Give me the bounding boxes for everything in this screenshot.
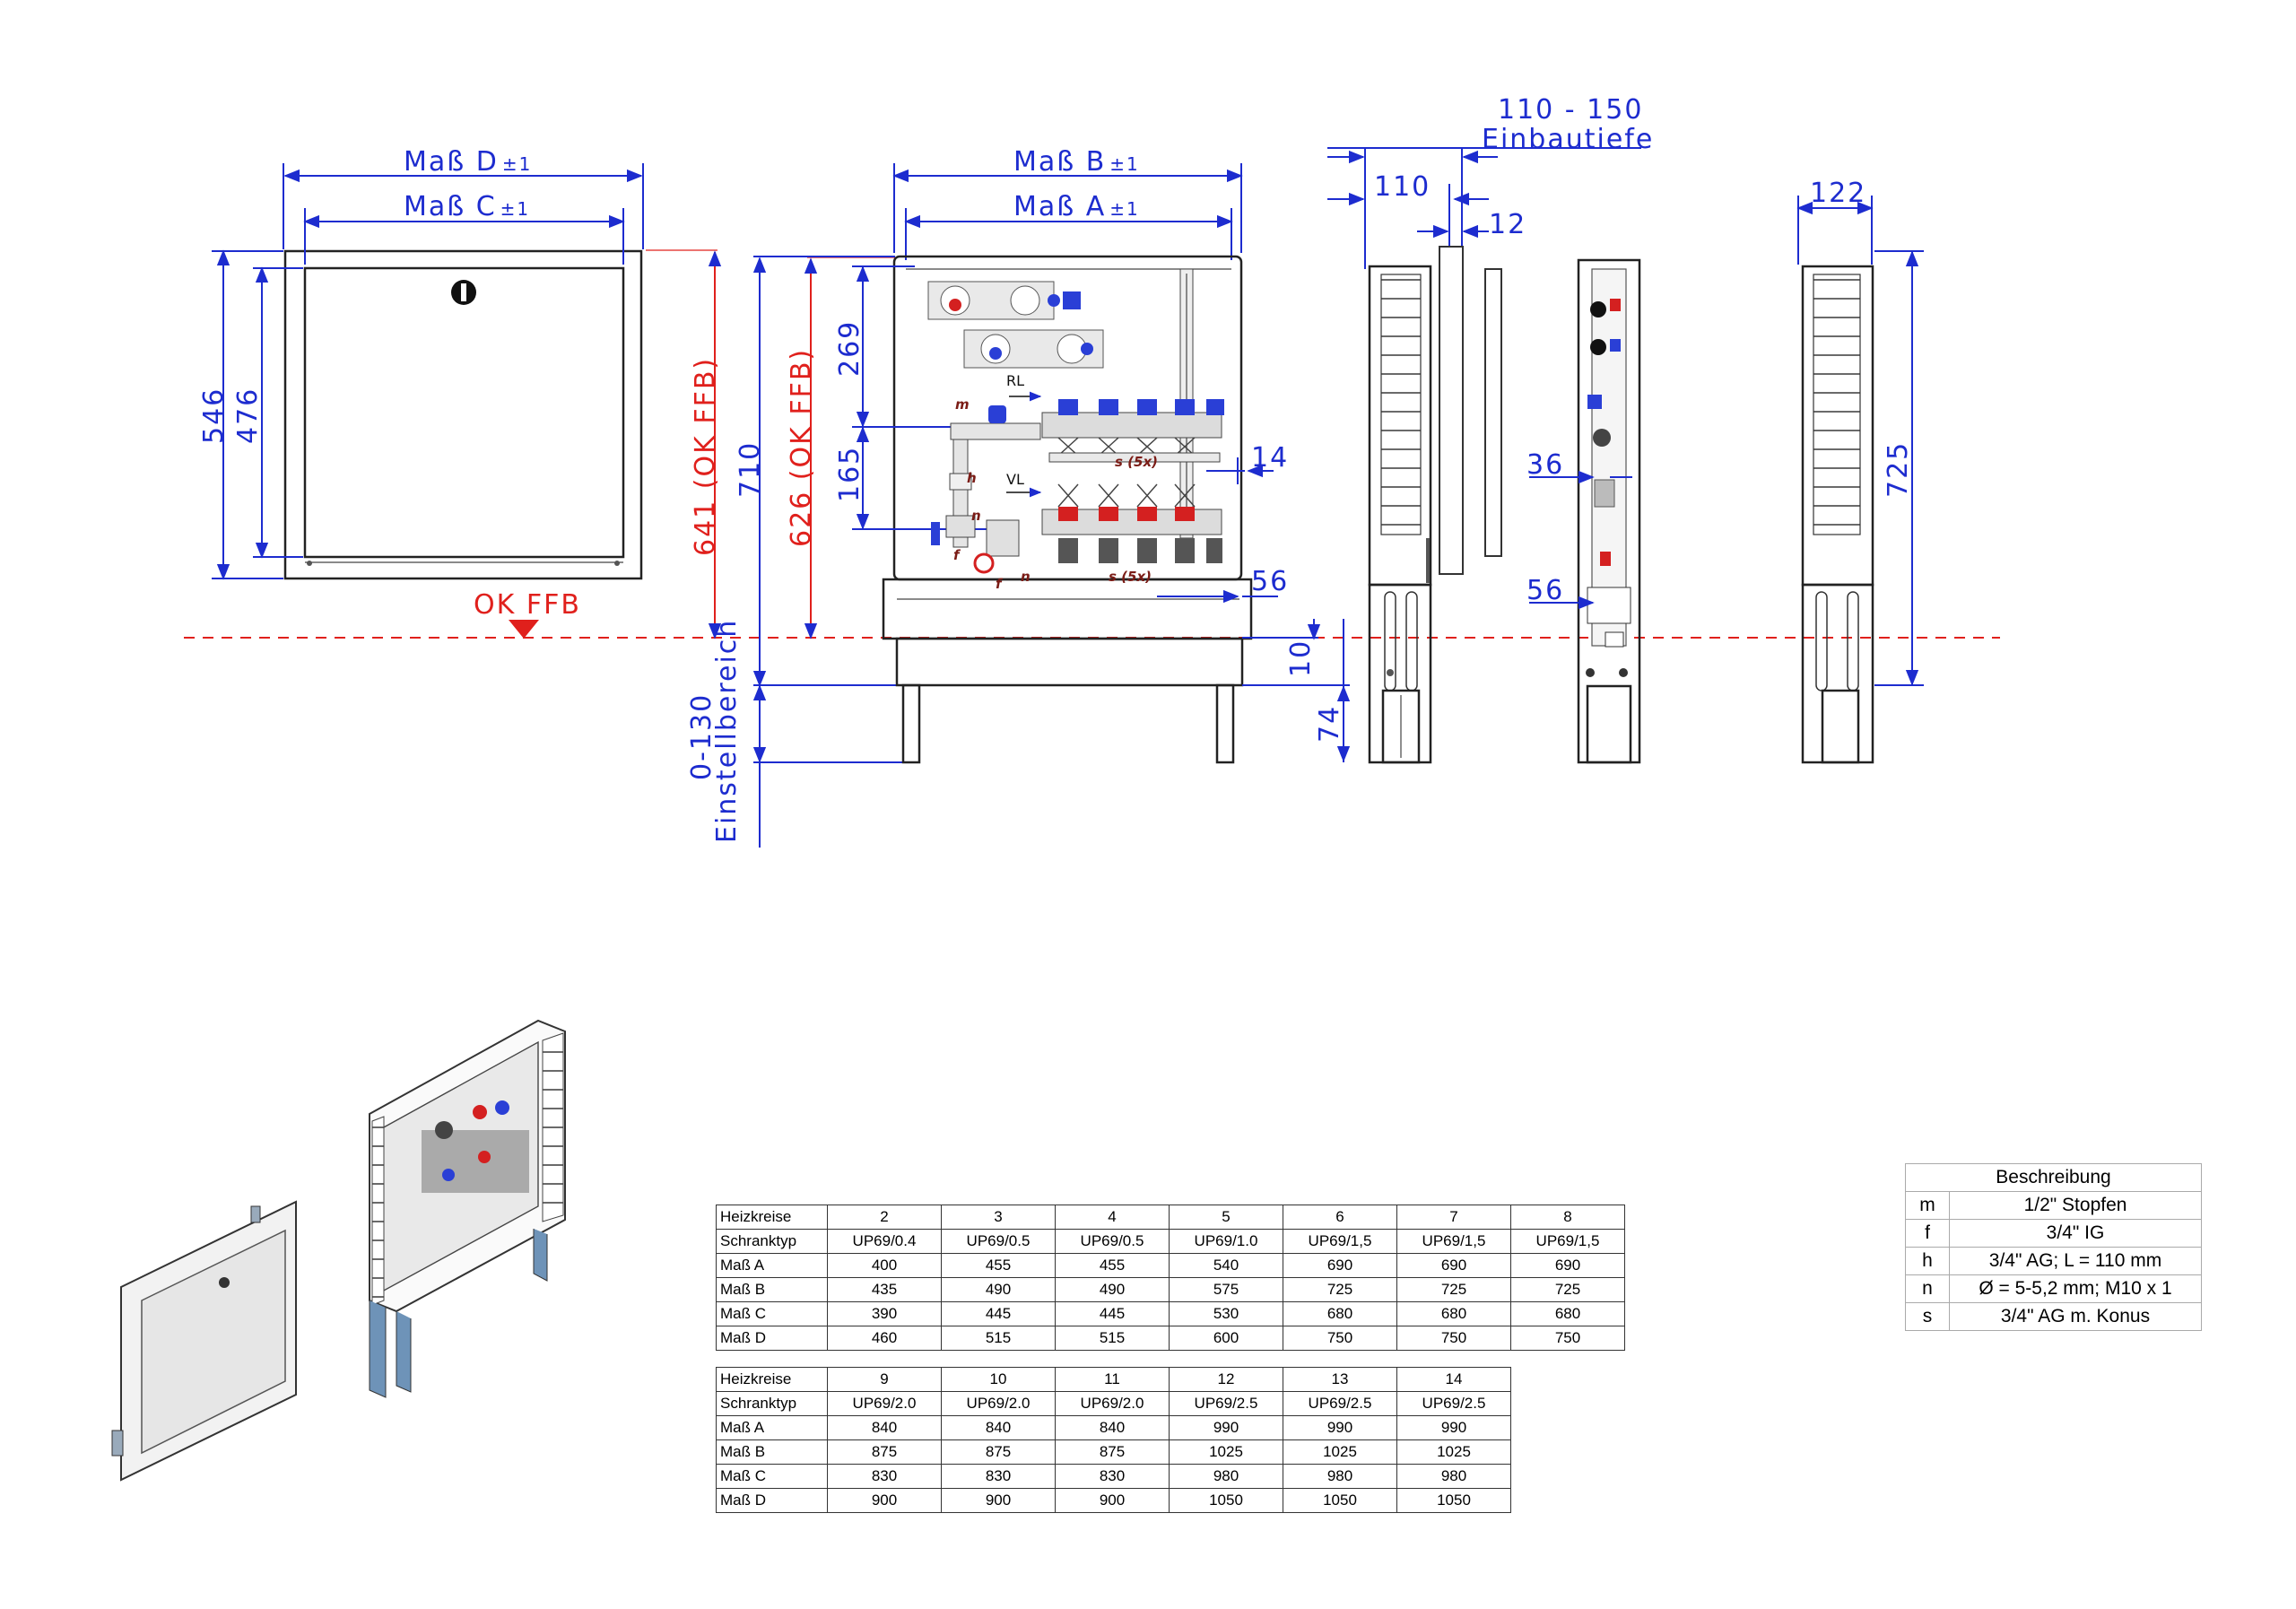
label-vl: VL [1006, 471, 1024, 488]
dim-0-130: 0-130 [686, 693, 718, 780]
dim-maß-a: Maß A±1 [1013, 191, 1140, 222]
dim-56-side: 56 [1526, 575, 1564, 606]
dim-12: 12 [1489, 209, 1526, 240]
supply-manifold-vl [1041, 483, 1222, 563]
dim-165: 165 [834, 446, 865, 502]
dim-710: 710 [735, 441, 766, 498]
label-s-5x: s (5x) [1109, 569, 1152, 585]
legend-row: n Ø = 5-5,2 mm; M10 x 1 [1905, 1274, 2202, 1303]
dim-269: 269 [834, 320, 865, 377]
dim-74: 74 [1314, 705, 1345, 743]
dim-maß-c: Maß C±1 [404, 191, 530, 222]
door-view [283, 249, 643, 580]
table-header-row: Heizkreise 2 3 4 5 6 7 8 [716, 1205, 1625, 1230]
side-slat-panel [1380, 274, 1422, 535]
dim-725: 725 [1883, 441, 1914, 498]
label-f: f [996, 576, 1004, 592]
front-view: 641 (OK FFB) 626 (OK FFB) 710 0-130 Eins… [646, 146, 1351, 848]
feed-pipe [931, 405, 1041, 574]
dim-110-150: 110 - 150 [1498, 94, 1643, 126]
heat-meter-bottom [963, 329, 1104, 369]
label-s-5x: s (5x) [1115, 454, 1158, 470]
isometric-cabinet [369, 1019, 566, 1398]
return-manifold-rl [1041, 399, 1224, 463]
label-n: n [971, 508, 981, 524]
side-view-outer: 122 725 [1796, 178, 1924, 764]
cabinet-base-plate [882, 578, 1253, 640]
valve-blue-icon [988, 405, 1006, 423]
dim-56: 56 [1251, 566, 1289, 597]
dim-546: 546 [198, 387, 230, 444]
right-foot [1215, 683, 1235, 764]
label-f: f [953, 547, 961, 563]
dim-641-ok-ffb: 641 (OK FFB) [690, 357, 721, 556]
label-m: m [955, 396, 970, 413]
legend-row: h 3/4" AG; L = 110 mm [1905, 1247, 2202, 1275]
label-h: h [967, 470, 977, 486]
side-view-section: 36 56 [1526, 258, 1641, 764]
valve-red-icon [973, 552, 995, 574]
legend-table: Beschreibung m 1/2" Stopfen f 3/4" IG h … [1905, 1163, 2202, 1331]
heat-meter-top [927, 281, 1081, 320]
ok-ffb-marker [509, 620, 539, 639]
door-outer-frame [283, 249, 643, 580]
dim-14: 14 [1251, 442, 1289, 474]
label-n: n [1021, 569, 1031, 585]
dim-110: 110 [1374, 171, 1431, 203]
left-foot [901, 683, 921, 764]
adjust-range-label: Einstellbereich [711, 619, 743, 843]
dim-maß-d: Maß D±1 [404, 146, 532, 178]
installation-depth-label: Einbautiefe [1482, 124, 1654, 155]
legend-row: s 3/4" AG m. Konus [1905, 1302, 2202, 1331]
dim-476: 476 [232, 387, 264, 444]
table-header-row: Heizkreise 9 10 11 12 13 14 [716, 1367, 1511, 1392]
dim-122: 122 [1810, 178, 1866, 209]
side-slat-panel [1813, 274, 1861, 535]
ok-ffb-label: OK FFB [474, 589, 581, 621]
legend-title: Beschreibung [1905, 1163, 2202, 1192]
dim-626-ok-ffb: 626 (OK FFB) [786, 348, 817, 547]
dim-maß-b: Maß B±1 [1013, 146, 1140, 178]
legend-row: f 3/4" IG [1905, 1219, 2202, 1248]
dim-36: 36 [1526, 449, 1564, 481]
legend-title-row: Beschreibung [1905, 1163, 2202, 1192]
legend-row: m 1/2" Stopfen [1905, 1191, 2202, 1220]
door-panel [303, 266, 625, 559]
label-rl: RL [1006, 372, 1024, 389]
side-view-depth: 110 - 150 Einbautiefe 110 12 [1327, 94, 1654, 764]
dim-10: 10 [1285, 639, 1317, 677]
isometric-door [111, 1200, 297, 1482]
